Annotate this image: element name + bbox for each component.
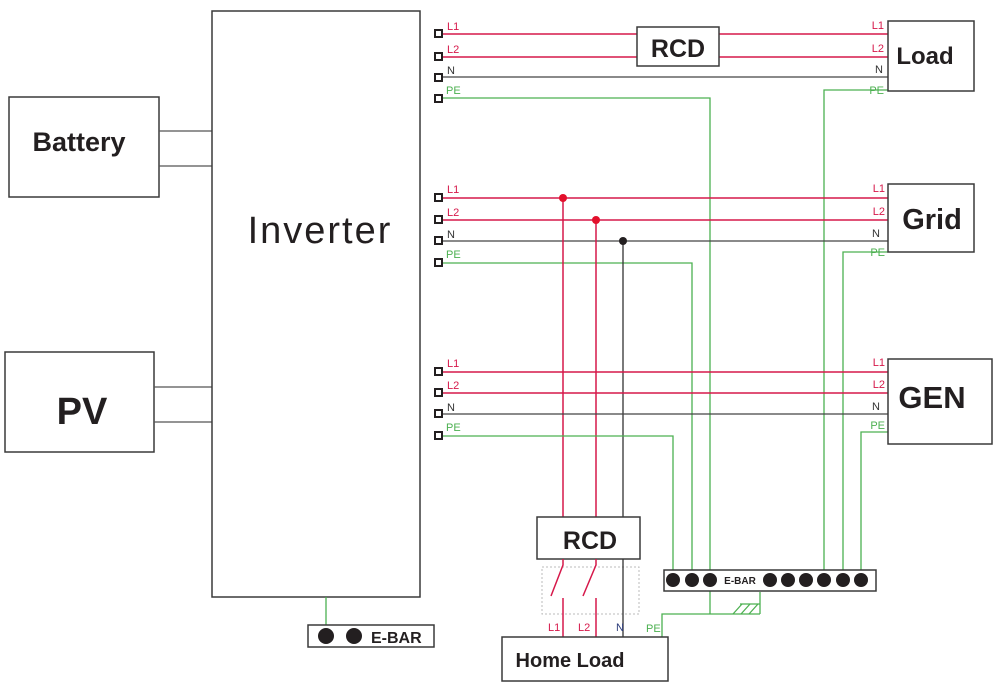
home-n-tag: N <box>616 622 624 634</box>
gen-n-tag-right: N <box>872 401 880 413</box>
grid-l1-tag-left: L1 <box>447 184 459 196</box>
load-l1-tag-right: L1 <box>872 20 884 32</box>
grid-pe-tag-left: PE <box>446 249 461 261</box>
grid-l1-terminal <box>434 193 443 202</box>
ebar-large-label: E-BAR <box>724 576 756 587</box>
load-box <box>887 20 975 92</box>
home-load-box <box>501 636 669 682</box>
ebar-terminal <box>703 573 717 587</box>
load-n-terminal <box>434 73 443 82</box>
rcd-switch-housing <box>541 566 640 615</box>
load-label: Load <box>896 43 953 70</box>
home-pe-wire <box>661 613 710 637</box>
ebar-terminal <box>799 573 813 587</box>
gen-pe-wire-inverter <box>440 435 674 578</box>
ebar-terminal <box>763 573 777 587</box>
gen-l2-tag-left: L2 <box>447 380 459 392</box>
earth-ground-icon <box>732 603 760 615</box>
grid-pe-terminal <box>434 258 443 267</box>
gen-l1-tag-left: L1 <box>447 358 459 370</box>
gen-box <box>887 358 993 445</box>
load-l2-terminal <box>434 52 443 61</box>
load-pe-wire-device <box>823 89 888 578</box>
load-l1-terminal <box>434 29 443 38</box>
load-l2-tag-right: L2 <box>872 43 884 55</box>
l2-junction-dot <box>592 216 600 224</box>
ebar-large: E-BAR <box>663 569 877 615</box>
grid-label: Grid <box>902 204 962 236</box>
rcd-home-box <box>536 516 641 560</box>
gen-n-tag-left: N <box>447 402 455 414</box>
ebar-terminal <box>781 573 795 587</box>
home-load-branch: RCD L1 L2 N PE Home Load <box>501 516 710 682</box>
rcd-home-label: RCD <box>563 527 617 555</box>
inverter-block: Inverter <box>211 10 421 598</box>
grid-n-tag-left: N <box>447 229 455 241</box>
gen-pe-tag-left: PE <box>446 422 461 434</box>
n-junction-dot <box>619 237 627 245</box>
l2-switch-contact <box>582 559 597 597</box>
grid-pe-tag-right: PE <box>870 247 885 259</box>
grid-l1-tag-right: L1 <box>873 183 885 195</box>
load-pe-tag-right: PE <box>869 85 884 97</box>
grid-pe-wire-inverter <box>440 262 693 578</box>
load-n-tag-left: N <box>447 65 455 77</box>
gen-l2-tag-right: L2 <box>873 379 885 391</box>
grid-port-wiring: Grid L1 L2 N PE L1 L2 N PE <box>434 183 975 578</box>
rcd-top-label: RCD <box>651 35 705 63</box>
grid-n-terminal <box>434 236 443 245</box>
pv-block: PV <box>4 351 212 453</box>
load-port-wiring: RCD Load L1 L2 N PE L1 L2 N PE <box>434 20 975 578</box>
ebar-terminal <box>836 573 850 587</box>
home-load-label: Home Load <box>516 650 625 672</box>
grid-l2-tag-left: L2 <box>447 207 459 219</box>
ebar-terminal <box>685 573 699 587</box>
grid-l2-tag-right: L2 <box>873 206 885 218</box>
rcd-top-box <box>636 26 720 67</box>
gen-l2-terminal <box>434 388 443 397</box>
l1-switch-contact <box>550 559 564 597</box>
gen-label: GEN <box>898 380 965 415</box>
ebar-small: E-BAR <box>307 624 435 648</box>
gen-pe-wire-device <box>860 431 888 578</box>
load-l1-tag-left: L1 <box>447 21 459 33</box>
ebar-small-label: E-BAR <box>371 630 422 647</box>
grid-pe-wire-device <box>842 251 888 578</box>
ebar-terminal <box>666 573 680 587</box>
ebar-small-terminal <box>346 628 362 644</box>
ebar-small-terminal <box>318 628 334 644</box>
grid-l2-terminal <box>434 215 443 224</box>
l1-junction-dot <box>559 194 567 202</box>
home-pe-tag: PE <box>646 623 661 635</box>
gen-n-terminal <box>434 409 443 418</box>
gen-l1-tag-right: L1 <box>873 357 885 369</box>
load-pe-wire-inverter <box>440 97 711 578</box>
inverter-label: Inverter <box>248 210 393 252</box>
load-pe-terminal <box>434 94 443 103</box>
grid-box <box>887 183 975 253</box>
home-l1-tag: L1 <box>548 622 560 634</box>
battery-block: Battery <box>8 96 212 198</box>
pv-label: PV <box>57 391 108 433</box>
gen-pe-terminal <box>434 431 443 440</box>
ebar-terminal <box>854 573 868 587</box>
home-l2-tag: L2 <box>578 622 590 634</box>
ebar-terminal <box>817 573 831 587</box>
gen-port-wiring: GEN L1 L2 N PE L1 L2 N PE <box>434 357 993 578</box>
battery-label: Battery <box>32 127 125 157</box>
load-pe-tag-left: PE <box>446 85 461 97</box>
gen-l1-terminal <box>434 367 443 376</box>
load-l2-tag-left: L2 <box>447 44 459 56</box>
load-n-tag-right: N <box>875 64 883 76</box>
gen-pe-tag-right: PE <box>870 420 885 432</box>
grid-n-tag-right: N <box>872 228 880 240</box>
